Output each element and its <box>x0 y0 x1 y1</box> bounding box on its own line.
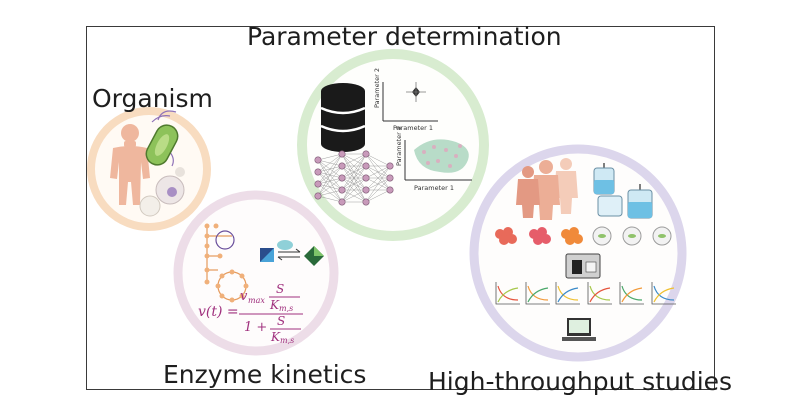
eq-S2: S <box>277 314 285 328</box>
human-icon <box>110 124 150 205</box>
nn-edge <box>365 165 391 203</box>
timecourse-curve <box>653 285 675 301</box>
timecourse-axes <box>555 282 580 305</box>
cell-icon <box>139 167 185 217</box>
nn-node <box>314 156 322 164</box>
timecourse-curve <box>621 287 643 303</box>
parameter-panel: Parameter 2 Parameter 1 Parameter 2 Para… <box>297 49 489 241</box>
nn-node <box>362 150 370 158</box>
timecourse-curve <box>589 285 611 301</box>
timecourse-plots <box>495 282 676 305</box>
nn-edge <box>341 153 367 203</box>
timecourse-axes <box>495 282 520 305</box>
timecourse-curve <box>527 287 549 303</box>
nn-edge <box>317 177 343 197</box>
timecourse-curve <box>621 285 643 301</box>
nn-edge <box>365 189 391 203</box>
eq-Kms2-sub: m,s <box>280 336 294 345</box>
timecourse-curve <box>497 287 519 303</box>
nn-edge <box>317 153 343 185</box>
nn-edge <box>365 165 391 179</box>
enzyme-reaction-icon <box>260 240 324 266</box>
nn-edge <box>365 153 391 167</box>
neural-network-icon <box>317 153 391 203</box>
michaelis-menten-equation: v(t) = v max S K m,s 1 + S K m,s <box>198 282 303 345</box>
nn-edge <box>317 195 343 203</box>
timecourse-axes <box>587 282 612 305</box>
bioreactor-icon <box>593 163 653 219</box>
highthroughput-label: High-throughput studies <box>428 367 733 396</box>
eq-one-plus: 1 + <box>244 320 267 335</box>
nn-edge <box>317 153 343 197</box>
timecourse-curve <box>653 287 675 303</box>
nn-edge <box>341 153 367 179</box>
timecourse-curve <box>589 287 611 303</box>
cell-colony-icons <box>495 226 672 246</box>
database-icon <box>320 83 366 152</box>
nn-node <box>338 174 346 182</box>
nn-node <box>314 192 322 200</box>
nn-node <box>386 174 394 182</box>
nn-node <box>362 162 370 170</box>
plot2-ylabel: Parameter 2 <box>395 126 403 166</box>
nn-edge <box>341 177 367 203</box>
nn-edge <box>341 165 367 203</box>
nn-node <box>314 180 322 188</box>
nn-node <box>386 162 394 170</box>
eq-Kms2: K <box>270 330 281 344</box>
nn-node <box>362 186 370 194</box>
nn-node <box>362 198 370 206</box>
eq-Kms: K <box>269 298 280 312</box>
nn-node <box>314 168 322 176</box>
neural-network-nodes <box>314 150 394 206</box>
nn-node <box>338 162 346 170</box>
nn-node <box>338 186 346 194</box>
parameter-plot-1: Parameter 2 Parameter 1 <box>373 68 438 132</box>
parameter-determination-label: Parameter determination <box>247 22 562 51</box>
instrument-icon <box>565 253 601 279</box>
nn-edge <box>317 153 343 161</box>
nn-edge <box>341 189 367 203</box>
nn-edge <box>317 165 343 197</box>
nn-edge <box>317 153 343 173</box>
plot1-ylabel: Parameter 2 <box>373 68 381 108</box>
eq-vmax-sub: max <box>248 296 265 305</box>
timecourse-curve <box>557 285 579 301</box>
plot2-xlabel: Parameter 1 <box>414 184 454 192</box>
eq-lhs: v(t) = <box>198 304 239 320</box>
people-icon <box>516 158 578 220</box>
nn-edge <box>341 153 367 191</box>
parameter-plot-2: Parameter 2 Parameter 1 <box>395 126 472 192</box>
nn-node <box>338 198 346 206</box>
timecourse-axes <box>619 282 644 305</box>
timecourse-curve <box>527 285 549 301</box>
bacterium-icon <box>145 110 179 167</box>
enzyme-panel: v(t) = v max S K m,s 1 + S K m,s <box>173 190 339 356</box>
figure-frame <box>86 26 715 390</box>
pathway-nodes <box>204 223 249 303</box>
highthroughput-panel <box>469 144 687 362</box>
enzyme-ring <box>173 190 339 356</box>
nn-node <box>338 150 346 158</box>
nn-edge <box>365 177 391 203</box>
eq-S: S <box>276 282 284 296</box>
timecourse-curve <box>497 285 519 301</box>
nn-edge <box>341 153 367 167</box>
organism-panel <box>87 107 211 231</box>
eq-Kms-sub: m,s <box>279 304 293 313</box>
organism-label: Organism <box>92 84 213 113</box>
enzyme-kinetics-label: Enzyme kinetics <box>163 360 367 389</box>
nn-edge <box>365 165 391 191</box>
timecourse-curve <box>557 287 579 303</box>
plot1-xlabel: Parameter 1 <box>393 124 433 132</box>
eq-vmax: v <box>240 289 248 304</box>
sample-points <box>422 144 462 168</box>
computer-icon <box>562 318 596 341</box>
nn-edge <box>317 189 343 197</box>
timecourse-axes <box>651 282 676 305</box>
nn-node <box>386 186 394 194</box>
nn-node <box>362 174 370 182</box>
timecourse-axes <box>525 282 550 305</box>
